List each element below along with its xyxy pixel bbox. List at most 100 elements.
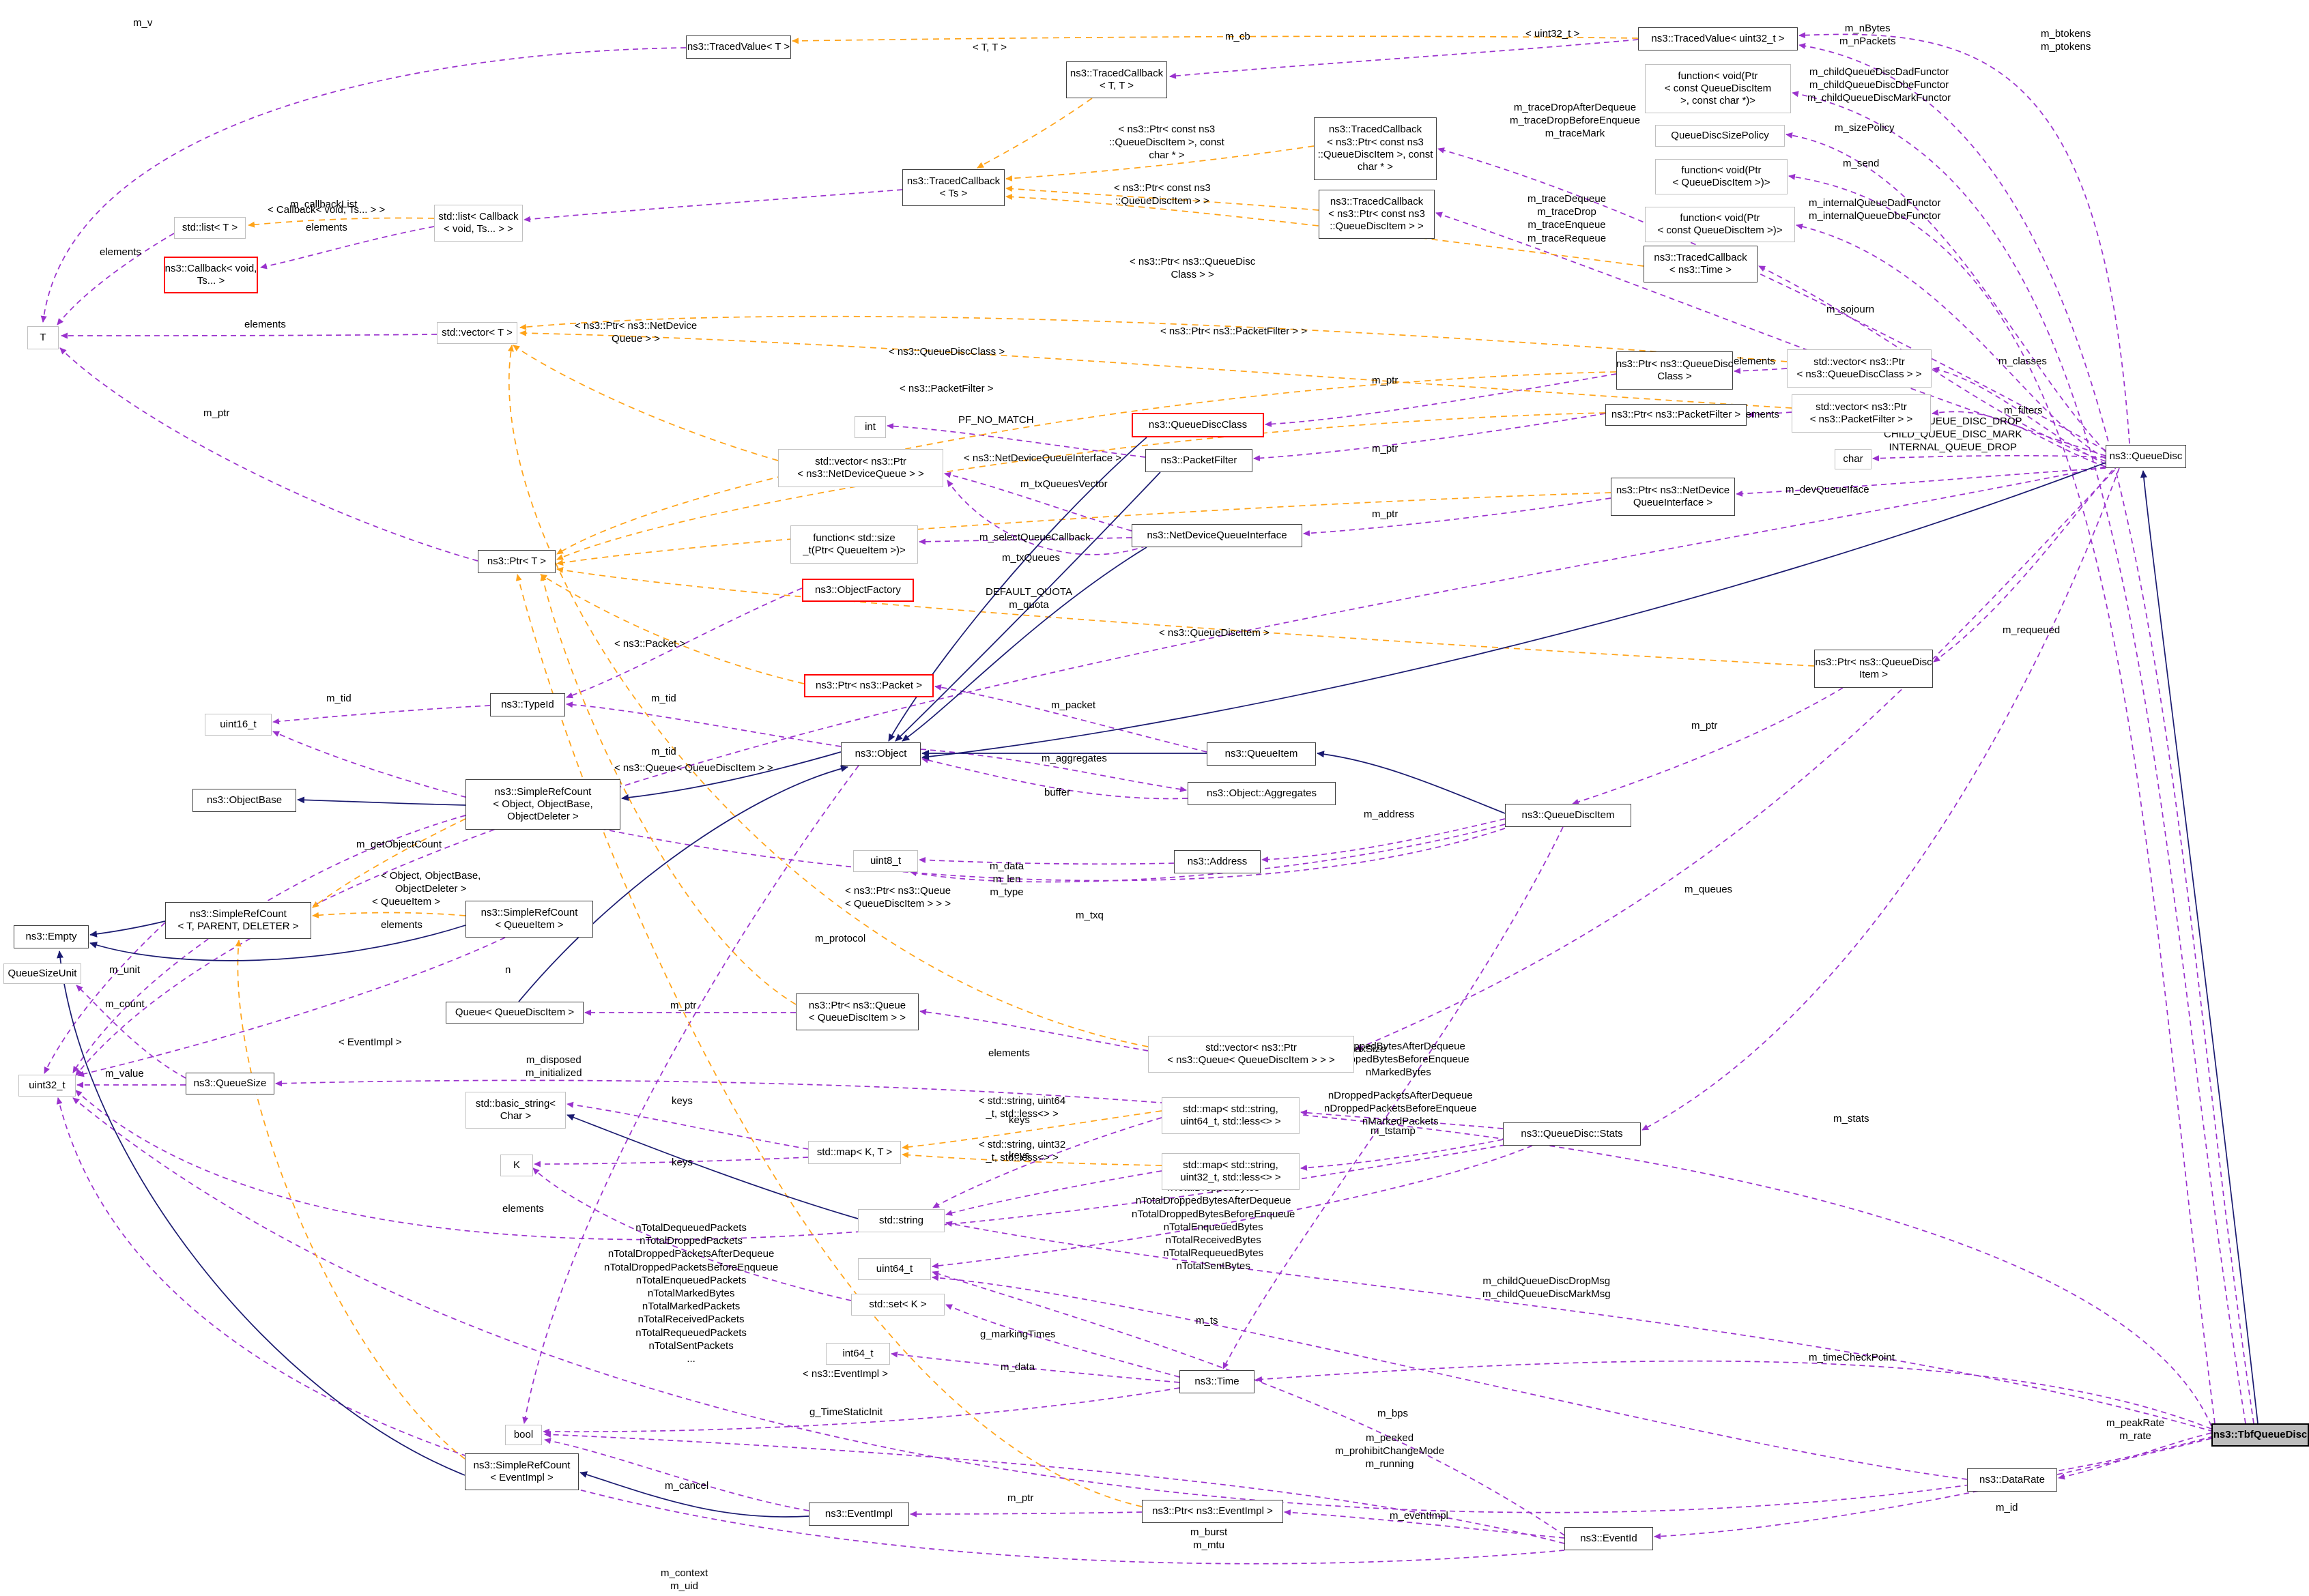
- node-func-cqdi-char[interactable]: function< void(Ptr < const QueueDiscItem…: [1645, 64, 1791, 113]
- node-int[interactable]: int: [855, 416, 886, 438]
- node-ptr-netdevicequeueinterface[interactable]: ns3::Ptr< ns3::NetDevice QueueInterface …: [1611, 478, 1735, 516]
- member-edge: [275, 1079, 2212, 1427]
- node-queuediscitem[interactable]: ns3::QueueDiscItem: [1505, 804, 1631, 827]
- edge-label: elements: [306, 222, 347, 233]
- node-t[interactable]: T: [27, 326, 59, 349]
- edge-label: nDroppedPacketsAfterDequeue nDroppedPack…: [1324, 1090, 1477, 1128]
- member-edge: [1641, 467, 2120, 1131]
- edge-label: elements: [502, 1203, 544, 1215]
- node-aggregates[interactable]: ns3::Object::Aggregates: [1188, 782, 1336, 805]
- node-ptr-packetfilter[interactable]: ns3::Ptr< ns3::PacketFilter >: [1605, 404, 1747, 426]
- edge-label: m_disposed m_initialized: [526, 1054, 582, 1079]
- node-func-sizet[interactable]: function< std::size _t(Ptr< QueueItem >)…: [790, 525, 918, 564]
- node-char[interactable]: char: [1835, 449, 1871, 469]
- edge-label: m_address: [1364, 809, 1415, 820]
- member-edge: [1872, 454, 2106, 462]
- node-ptr-queuediscclass[interactable]: ns3::Ptr< ns3::QueueDisc Class >: [1616, 351, 1733, 390]
- node-vec-packetfilter[interactable]: std::vector< ns3::Ptr < ns3::PacketFilte…: [1792, 394, 1931, 433]
- node-map-u32[interactable]: std::map< std::string, uint32_t, std::le…: [1162, 1153, 1300, 1190]
- node-map-kt[interactable]: std::map< K, T >: [808, 1141, 901, 1164]
- node-tbfqueuedisc[interactable]: ns3::TbfQueueDisc: [2211, 1423, 2309, 1447]
- edge-label: nDroppedBytesAfterDequeue nDroppedBytesB…: [1328, 1041, 1469, 1079]
- node-vec-queuediscclass[interactable]: std::vector< ns3::Ptr < ns3::QueueDiscCl…: [1787, 349, 1932, 388]
- edge-label: m_nBytes m_nPackets: [1839, 23, 1896, 48]
- node-src-object[interactable]: ns3::SimpleRefCount < Object, ObjectBase…: [465, 779, 620, 830]
- node-queueitem[interactable]: ns3::QueueItem: [1207, 742, 1316, 766]
- node-objectfactory[interactable]: ns3::ObjectFactory: [802, 579, 914, 602]
- member-edge: [40, 47, 687, 323]
- node-ns3-callback[interactable]: ns3::Callback< void, Ts... >: [164, 257, 258, 293]
- node-std-string[interactable]: std::string: [858, 1209, 945, 1232]
- node-eventimpl[interactable]: ns3::EventImpl: [809, 1503, 909, 1526]
- node-time[interactable]: ns3::Time: [1179, 1370, 1254, 1393]
- node-queuediscclass[interactable]: ns3::QueueDiscClass: [1132, 413, 1264, 437]
- member-edge: [1792, 91, 2246, 1424]
- node-int64[interactable]: int64_t: [826, 1343, 890, 1365]
- node-map-u64[interactable]: std::map< std::string, uint64_t, std::le…: [1162, 1097, 1300, 1134]
- inheritance-edge: [1317, 751, 1506, 814]
- node-vec-netdevicequeue[interactable]: std::vector< ns3::Ptr < ns3::NetDeviceQu…: [778, 449, 943, 487]
- node-std-list-t[interactable]: std::list< T >: [174, 217, 246, 239]
- node-queuesize[interactable]: ns3::QueueSize: [186, 1073, 274, 1094]
- node-ptr-packet[interactable]: ns3::Ptr< ns3::Packet >: [804, 674, 934, 697]
- node-tracedcallback-time[interactable]: ns3::TracedCallback < ns3::Time >: [1644, 246, 1758, 282]
- node-empty[interactable]: ns3::Empty: [14, 925, 89, 948]
- edge-label: m_txQueuesVector: [1020, 478, 1108, 490]
- node-ptr-eventimpl[interactable]: ns3::Ptr< ns3::EventImpl >: [1142, 1500, 1283, 1523]
- node-src-eventimpl[interactable]: ns3::SimpleRefCount < EventImpl >: [465, 1453, 579, 1490]
- member-edge: [534, 1157, 809, 1167]
- node-tracedcallback-qdi-char[interactable]: ns3::TracedCallback < ns3::Ptr< const ns…: [1314, 117, 1437, 180]
- edge-label: < ns3::Ptr< ns3::QueueDisc Class > >: [1130, 256, 1256, 281]
- node-tracedcallback-tt[interactable]: ns3::TracedCallback < T, T >: [1066, 61, 1167, 98]
- node-typeid[interactable]: ns3::TypeId: [490, 693, 565, 716]
- node-eventid[interactable]: ns3::EventId: [1564, 1527, 1653, 1550]
- node-src-tpd[interactable]: ns3::SimpleRefCount < T, PARENT, DELETER…: [165, 902, 311, 939]
- node-queue-qdi[interactable]: Queue< QueueDiscItem >: [446, 1002, 584, 1024]
- node-tracedvalue-uint32[interactable]: ns3::TracedValue< uint32_t >: [1638, 27, 1798, 50]
- node-datarate[interactable]: ns3::DataRate: [1967, 1468, 2057, 1492]
- node-vec-queue[interactable]: std::vector< ns3::Ptr < ns3::Queue< Queu…: [1148, 1036, 1354, 1073]
- node-stats[interactable]: ns3::QueueDisc::Stats: [1503, 1122, 1641, 1146]
- member-edge: [1734, 368, 1788, 375]
- inheritance-edge: [579, 1471, 809, 1518]
- node-std-list-callback[interactable]: std::list< Callback < void, Ts... > >: [434, 205, 523, 242]
- node-bool[interactable]: bool: [505, 1425, 542, 1445]
- node-set-k[interactable]: std::set< K >: [851, 1294, 945, 1316]
- edge-label: m_tid: [651, 746, 676, 757]
- node-func-qdi[interactable]: function< void(Ptr < QueueDiscItem >)>: [1655, 159, 1788, 194]
- template-edge: [519, 330, 1792, 409]
- edge-label: < T, T >: [973, 42, 1007, 53]
- node-uint16[interactable]: uint16_t: [205, 714, 272, 736]
- node-src-queueitem[interactable]: ns3::SimpleRefCount < QueueItem >: [465, 901, 593, 938]
- node-queuediscsizepolicy[interactable]: QueueDiscSizePolicy: [1655, 125, 1785, 147]
- node-queuedisc[interactable]: ns3::QueueDisc: [2106, 445, 2186, 468]
- node-func-cqdi[interactable]: function< void(Ptr < const QueueDiscItem…: [1645, 207, 1795, 242]
- node-tracedvalue-t[interactable]: ns3::TracedValue< T >: [686, 35, 791, 59]
- member-edge: [1788, 173, 2215, 1424]
- node-tracedcallback-qdi[interactable]: ns3::TracedCallback < ns3::Ptr< const ns…: [1319, 190, 1435, 239]
- node-basic-string[interactable]: std::basic_string< Char >: [465, 1092, 566, 1129]
- node-ptr-queue[interactable]: ns3::Ptr< ns3::Queue < QueueDiscItem > >: [796, 993, 919, 1030]
- node-tracedcallback-ts[interactable]: ns3::TracedCallback < Ts >: [902, 169, 1005, 206]
- node-ptr-t[interactable]: ns3::Ptr< T >: [478, 550, 556, 573]
- node-object[interactable]: ns3::Object: [841, 742, 921, 766]
- node-address[interactable]: ns3::Address: [1174, 850, 1261, 873]
- node-uint8[interactable]: uint8_t: [853, 850, 918, 872]
- edge-label: keys: [1009, 1150, 1030, 1161]
- node-queuesizeunit[interactable]: QueueSizeUnit: [3, 963, 81, 984]
- node-netdevicequeueinterface[interactable]: ns3::NetDeviceQueueInterface: [1132, 524, 1302, 547]
- node-uint64[interactable]: uint64_t: [858, 1258, 931, 1280]
- member-edge: [1355, 469, 2115, 1050]
- node-packetfilter[interactable]: ns3::PacketFilter: [1145, 449, 1252, 472]
- member-edge: [1932, 366, 2106, 465]
- node-std-vector-t[interactable]: std::vector< T >: [437, 322, 517, 344]
- edge-label: m_protocol: [815, 933, 866, 944]
- template-edge: [312, 818, 466, 908]
- node-k[interactable]: K: [500, 1155, 533, 1176]
- node-uint32[interactable]: uint32_t: [18, 1075, 76, 1097]
- node-objectbase[interactable]: ns3::ObjectBase: [192, 789, 296, 812]
- node-ptr-queuediscitem[interactable]: ns3::Ptr< ns3::QueueDisc Item >: [1814, 650, 1933, 688]
- edge-label: m_data: [1001, 1361, 1035, 1373]
- edge-label: < ns3::Ptr< ns3::Queue < QueueDiscItem >…: [845, 885, 951, 910]
- edge-label: m_id: [1996, 1502, 2018, 1513]
